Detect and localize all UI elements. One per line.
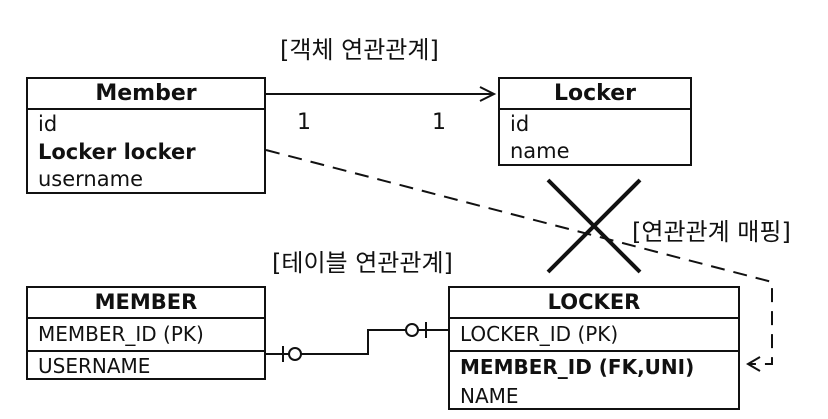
cross-mark-line-b [546,178,642,274]
member-column-username: USERNAME [38,354,151,378]
multiplicity-left: 1 [297,110,311,135]
locker-table-box: LOCKER LOCKER_ID (PK) MEMBER_ID (FK,UNI)… [448,286,740,410]
member-table-name: MEMBER [28,288,264,319]
mapping-dashed-arrow-head [746,356,761,372]
member-field-username: username [38,167,143,191]
locker-class-box: Locker id name [498,77,692,166]
member-side-circle [288,347,302,361]
locker-class-name: Locker [500,79,690,110]
locker-field-name: name [510,139,570,163]
member-class-name: Member [28,79,264,110]
multiplicity-right: 1 [432,110,446,135]
locker-column-name: NAME [460,384,519,408]
locker-column-member-id: MEMBER_ID (FK,UNI) [460,355,695,379]
locker-column-locker-id: LOCKER_ID (PK) [450,319,738,352]
member-field-locker: Locker locker [38,140,196,164]
locker-side-circle [405,323,419,337]
member-table-box: MEMBER MEMBER_ID (PK) USERNAME [26,286,266,380]
table-section-title: [테이블 연관관계] [272,249,453,277]
member-class-box: Member id Locker locker username [26,77,266,194]
association-arrow-head [479,86,497,102]
object-section-title: [객체 연관관계] [280,36,439,64]
locker-field-id: id [510,112,530,136]
mapping-label: [연관관계 매핑] [632,218,791,246]
mapping-dashed-line [265,149,773,365]
member-column-member-id: MEMBER_ID (PK) [28,319,264,352]
locker-table-name: LOCKER [450,288,738,319]
member-field-id: id [38,112,58,136]
